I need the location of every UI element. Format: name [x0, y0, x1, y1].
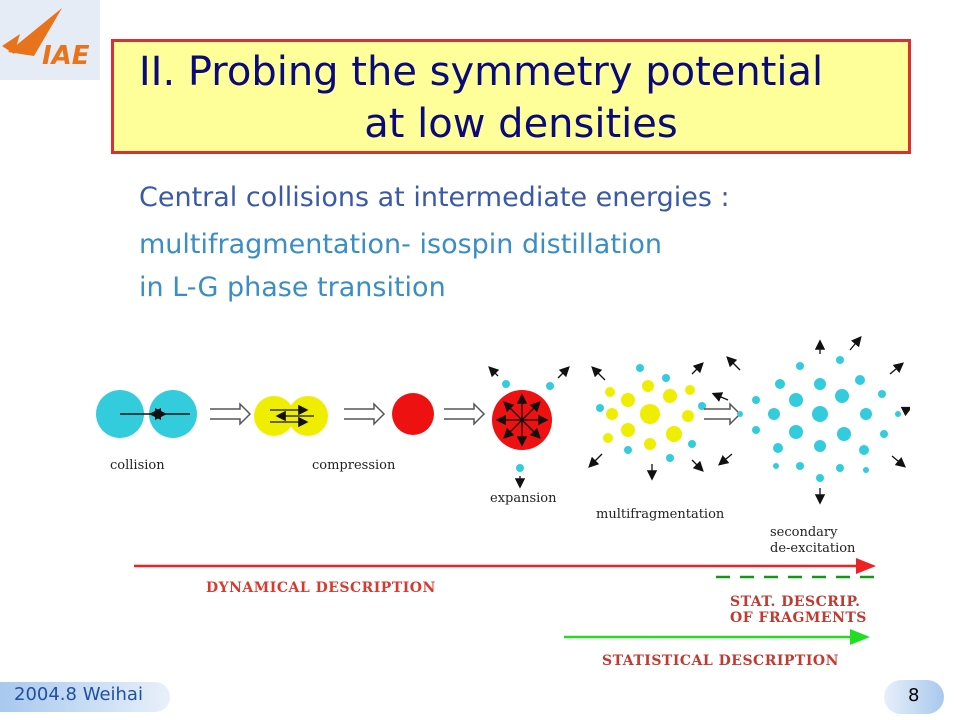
expansion-stage: expansion: [488, 366, 570, 506]
statistical-label: STATISTICAL DESCRIPTION: [602, 653, 839, 669]
title-box: II. Probing the symmetry potential at lo…: [111, 39, 911, 154]
footer-location: 2004.8 Weihai: [14, 684, 143, 705]
footer: 2004.8 Weihai: [0, 676, 300, 718]
collision-stage: collision: [96, 390, 197, 473]
title-line-1: II. Probing the symmetry potential: [138, 49, 824, 95]
hollow-arrow-3: [444, 402, 486, 426]
page-title: II. Probing the symmetry potential at lo…: [114, 46, 908, 150]
hollow-arrow-1: [210, 402, 252, 426]
collision-diagram: collision compression: [96, 336, 910, 669]
dynamical-label: DYNAMICAL DESCRIPTION: [206, 580, 436, 596]
expansion-label: expansion: [490, 491, 557, 506]
multifragmentation-stage: multifragmentation: [588, 362, 725, 522]
subtitle-line-2: multifragmentation- isospin distillation: [139, 229, 663, 260]
statistical-description: STATISTICAL DESCRIPTION: [564, 629, 870, 669]
stat-fragments-label-1: STAT. DESCRIP.: [730, 594, 861, 610]
footer-bar: [0, 682, 170, 712]
secondary-label-1: secondary: [770, 525, 838, 540]
subtitle-line-3: in L-G phase transition: [139, 272, 446, 303]
compression-label: compression: [312, 458, 396, 473]
hollow-arrow-2: [344, 402, 386, 426]
stat-fragments-description: STAT. DESCRIP. OF FRAGMENTS: [716, 575, 880, 626]
iae-logo-icon: IAE: [2, 8, 90, 71]
page-number-badge: 8: [884, 680, 944, 714]
hot-source-stage: [392, 393, 434, 435]
hot-nucleus: [392, 393, 434, 435]
dynamical-description: DYNAMICAL DESCRIPTION: [134, 558, 876, 596]
hollow-arrow-4: [704, 402, 742, 426]
page-number: 8: [908, 685, 920, 706]
multifragmentation-label: multifragmentation: [596, 507, 725, 522]
title-line-2: at low densities: [364, 101, 678, 147]
deexcitation-stage: secondary de-excitation: [711, 336, 910, 556]
compression-stage: compression: [254, 396, 396, 473]
stat-fragments-label-2: OF FRAGMENTS: [730, 610, 867, 626]
svg-text:IAE: IAE: [42, 41, 90, 71]
secondary-label-2: de-excitation: [770, 541, 856, 556]
compressed-left: [254, 396, 294, 436]
logo: IAE: [0, 0, 100, 80]
subtitle-line-1: Central collisions at intermediate energ…: [139, 182, 730, 213]
collision-label: collision: [110, 458, 165, 473]
